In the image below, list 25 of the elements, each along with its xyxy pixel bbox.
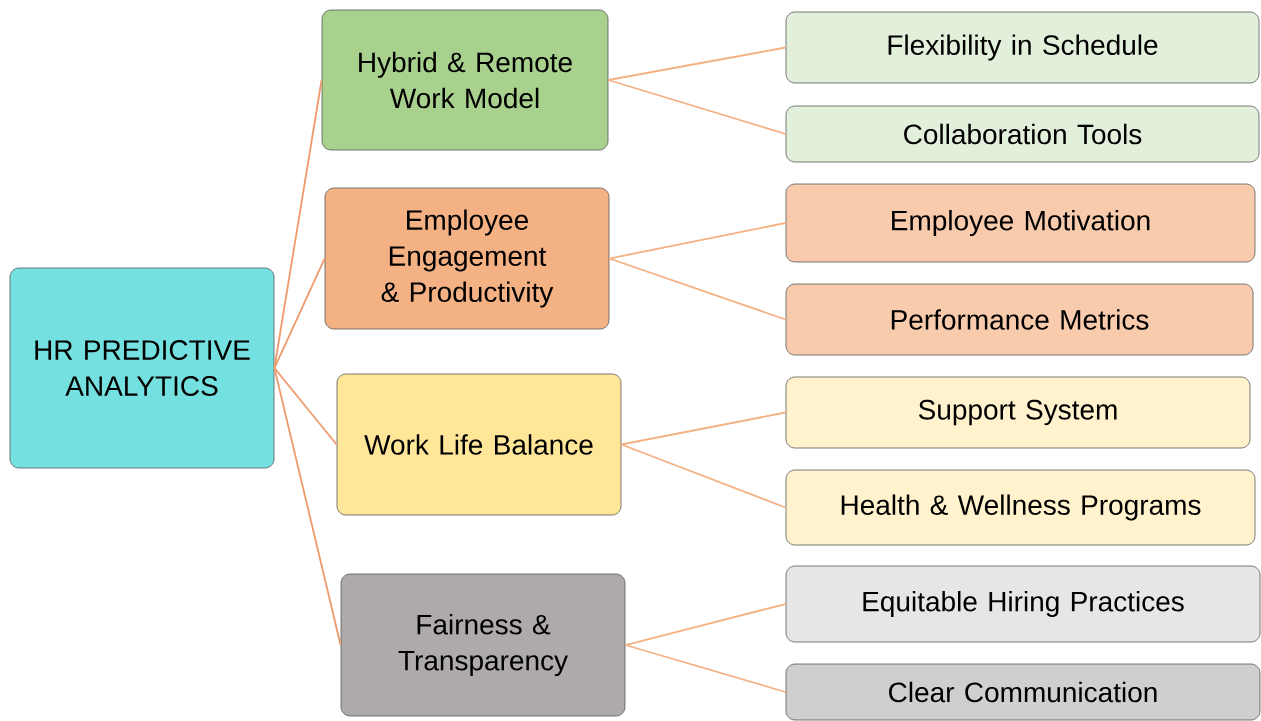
subtopic-box: Equitable Hiring Practices bbox=[785, 565, 1261, 643]
topic-box: Hybrid & Remote Work Model bbox=[321, 9, 609, 151]
connector-line bbox=[624, 644, 787, 693]
subtopic-box: Performance Metrics bbox=[785, 283, 1254, 356]
connector-line bbox=[607, 79, 787, 135]
root-box: HR PREDICTIVE ANALYTICS bbox=[9, 267, 275, 469]
topic-box: Employee Engagement & Productivity bbox=[324, 187, 610, 330]
topic-box: Work Life Balance bbox=[336, 373, 622, 516]
subtopic-box: Flexibility in Schedule bbox=[785, 11, 1260, 84]
connector-line bbox=[273, 367, 342, 646]
subtopic-box: Health & Wellness Programs bbox=[785, 469, 1256, 546]
connector-line bbox=[608, 222, 787, 260]
subtopic-box: Employee Motivation bbox=[785, 183, 1256, 263]
subtopic-box: Collaboration Tools bbox=[785, 105, 1260, 163]
topic-box: Fairness & Transparency bbox=[340, 573, 626, 717]
connector-line bbox=[273, 367, 338, 446]
connector-line bbox=[624, 603, 787, 646]
subtopic-box: Support System bbox=[785, 376, 1251, 449]
connector-line bbox=[620, 411, 787, 446]
connector-line bbox=[273, 257, 326, 369]
connector-line bbox=[607, 46, 787, 81]
connector-line bbox=[273, 79, 323, 369]
subtopic-box: Clear Communication bbox=[785, 663, 1261, 721]
connector-line bbox=[620, 443, 787, 509]
connector-line bbox=[608, 257, 787, 321]
